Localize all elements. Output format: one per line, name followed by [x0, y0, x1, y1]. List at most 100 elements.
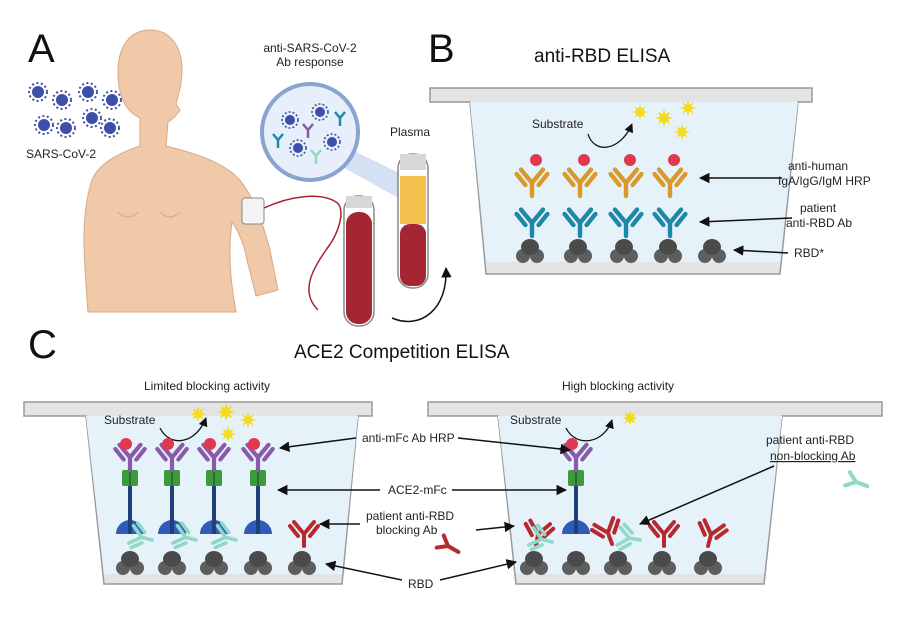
virus-icon: [102, 90, 122, 110]
hrp-enzyme-icon: [162, 438, 174, 450]
rbd-protein-icon: [288, 551, 316, 575]
virus-icon: [323, 133, 341, 151]
substrate-stars-c: [190, 403, 638, 442]
substrate-label-left: Substrate: [104, 413, 156, 427]
hrp-enzyme-icon: [204, 438, 216, 450]
nonblocking-arrow: [639, 465, 775, 526]
substrate-star-icon: [190, 406, 206, 422]
panel-c-title: ACE2 Competition ELISA: [294, 342, 510, 363]
well-fluid-left: [86, 416, 358, 574]
secondary-ab-row-b: [514, 154, 688, 199]
antibody-icon: [155, 442, 189, 473]
substrate-label-b: Substrate: [532, 117, 584, 131]
rbd-label-c: RBD: [408, 577, 434, 591]
tube-transfer-arrow: [391, 266, 452, 323]
primary-arrow: [698, 216, 793, 227]
blood-draw-line: [241, 195, 342, 311]
human-figure-icon: [83, 29, 279, 313]
rbd-protein-icon: [698, 239, 726, 263]
virus-icon: [311, 103, 329, 121]
hrp-enzyme-icon: [624, 154, 636, 166]
rbd-protein-icon: [610, 239, 638, 263]
hrp-arrow-right: [457, 437, 572, 455]
virus-icon: [82, 108, 102, 128]
rbd-protein-icon: [648, 551, 676, 575]
antibody-icon: [334, 111, 346, 126]
panel-letter-a: A: [28, 27, 55, 71]
rbd-protein-icon: [520, 551, 548, 575]
antibody-icon: [288, 520, 320, 548]
competition-assay-row: [113, 438, 729, 575]
antibody-icon: [310, 149, 322, 164]
substrate-star-icon: [220, 426, 236, 442]
rbd-protein-icon: [200, 551, 228, 575]
antibody-icon: [562, 207, 598, 239]
primary-label-line2: anti-RBD Ab: [786, 216, 852, 230]
antibody-icon: [562, 167, 598, 199]
hrp-enzyme-icon: [530, 154, 542, 166]
antibody-icon: [608, 167, 644, 199]
rbd-protein-icon: [604, 551, 632, 575]
hrp-enzyme-icon: [120, 438, 132, 450]
antibody-icon: [197, 442, 231, 473]
rbd-protein-icon: [562, 551, 590, 575]
antibody-icon: [652, 207, 688, 239]
rbd-protein-icon: [244, 551, 272, 575]
virus-icon: [100, 118, 120, 138]
blocking-label-line2: blocking Ab: [376, 523, 438, 537]
substrate-star-icon: [680, 100, 696, 116]
rbd-protein-icon: [654, 239, 682, 263]
panel-c: C ACE2 Competition ELISA Limited blockin…: [23, 323, 883, 591]
ace2-receptor-icon: [562, 470, 590, 534]
virus-cluster: [28, 82, 122, 138]
antibody-icon: [514, 207, 550, 239]
primary-label-line1: patient: [800, 201, 837, 215]
antibody-icon: [697, 518, 729, 548]
rbd-protein-icon: [516, 239, 544, 263]
panel-letter-c: C: [28, 323, 57, 367]
hrp-enzyme-icon: [668, 154, 680, 166]
substrate-label-right: Substrate: [510, 413, 562, 427]
virus-icon: [56, 118, 76, 138]
hrp-enzyme-icon: [566, 438, 578, 450]
antibody-icon: [272, 133, 284, 148]
nonblocking-label-line2: non-blocking Ab: [770, 449, 856, 463]
response-label-line2: Ab response: [276, 55, 344, 69]
substrate-arrow-b: [587, 123, 633, 148]
substrate-star-icon: [217, 403, 235, 421]
panel-b: B anti-RBD ELISA Substrate anti-human Ig…: [428, 27, 871, 275]
substrate-star-icon: [622, 410, 638, 426]
hrp-label: anti-mFc Ab HRP: [362, 431, 455, 445]
substrate-star-icon: [655, 109, 673, 127]
virus-icon: [78, 82, 98, 102]
substrate-arrow-right: [565, 419, 614, 442]
rbd-arrow-b: [732, 245, 789, 256]
substrate-stars-b: [632, 100, 696, 140]
plasma-label: Plasma: [390, 125, 430, 139]
virus-icon: [28, 82, 48, 102]
virus-icon: [34, 115, 54, 135]
antibody-icon: [302, 123, 314, 138]
antibody-icon: [590, 516, 621, 546]
rbd-protein-icon: [564, 239, 592, 263]
hrp-enzyme-icon: [578, 154, 590, 166]
antibody-response-zoom: [260, 82, 420, 200]
nonblocking-antibody-legend: [843, 470, 870, 489]
blocking-antibody-legend: [434, 533, 461, 554]
substrate-star-icon: [632, 104, 648, 120]
ace2-label: ACE2-mFc: [388, 483, 447, 497]
substrate-arrow-left: [159, 417, 208, 442]
antibody-icon: [113, 442, 147, 473]
virus-icon: [52, 90, 72, 110]
rbd-arrow-right: [439, 559, 518, 581]
antibody-icon: [211, 521, 238, 550]
rbd-protein-icon: [694, 551, 722, 575]
blood-tube: [343, 195, 375, 327]
virus-label: SARS-CoV-2: [26, 147, 96, 161]
substrate-star-icon: [240, 412, 256, 428]
right-subtitle: High blocking activity: [562, 379, 674, 393]
antibody-icon: [171, 521, 198, 550]
rbd-protein-icon: [158, 551, 186, 575]
blocking-label-line1: patient anti-RBD: [366, 509, 454, 523]
